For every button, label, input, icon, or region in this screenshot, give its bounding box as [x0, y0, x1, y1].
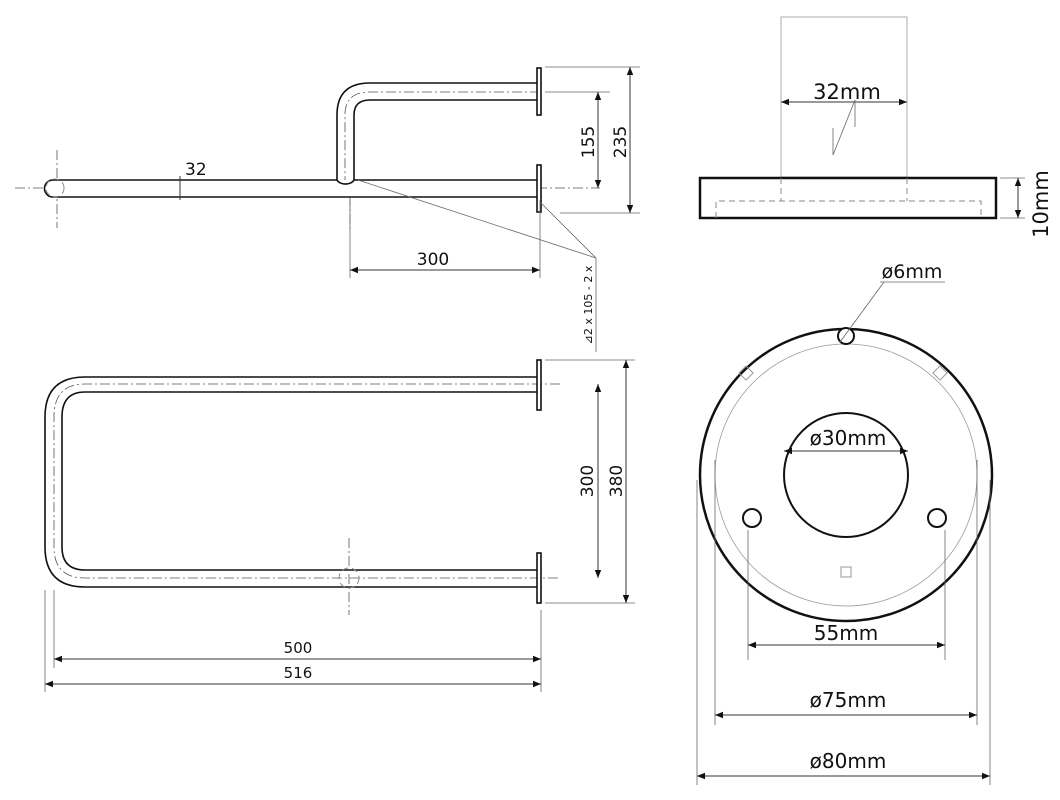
flange-face-view: ø6mm ø30mm 55mm ø75mm ø80mm — [696, 261, 994, 785]
dim-center-30mm: ø30mm — [810, 426, 887, 450]
dim-inner-75mm: ø75mm — [810, 688, 887, 712]
front-view: 300 380 500 516 — [44, 359, 635, 692]
top-view: 32 300 155 235 ⊿2 x 105 - 2 x — [15, 66, 640, 352]
dim-380: 380 — [607, 465, 627, 497]
dim-screw-6mm: ø6mm — [882, 261, 943, 283]
dim-thickness-10mm: 10mm — [1029, 170, 1053, 238]
dim-outer-80mm: ø80mm — [810, 749, 887, 773]
dim-300-vertical: 300 — [578, 465, 598, 497]
weld-note: ⊿2 x 105 - 2 x — [582, 265, 595, 344]
dim-516: 516 — [284, 664, 313, 682]
dim-tube-32mm: 32mm — [813, 80, 881, 104]
flange-side-view: 32mm 10mm — [698, 16, 1053, 238]
dim-500: 500 — [284, 639, 313, 657]
dim-offset-300: 300 — [417, 250, 449, 270]
dim-155: 155 — [579, 126, 599, 158]
dim-diameter-32: 32 — [185, 160, 207, 180]
dim-holes-55mm: 55mm — [814, 621, 878, 645]
dim-235: 235 — [611, 126, 631, 158]
